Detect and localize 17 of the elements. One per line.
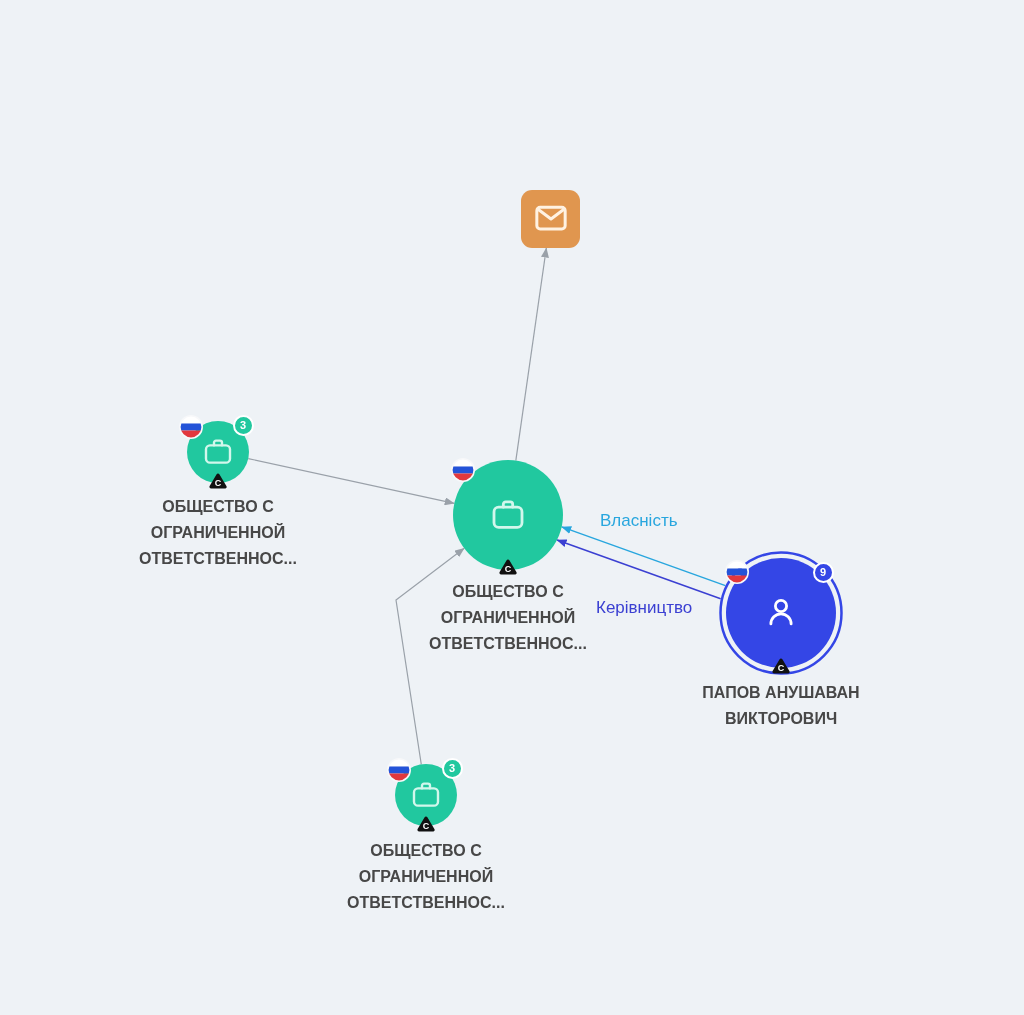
email-node: [521, 190, 580, 248]
edge-label: Керівництво: [594, 598, 695, 618]
node-label: ОБЩЕСТВО С ОГРАНИЧЕННОЙ ОТВЕТСТВЕННОС...: [346, 841, 506, 913]
node-label: ОБЩЕСТВО С ОГРАНИЧЕННОЙ ОТВЕТСТВЕННОС...: [428, 582, 588, 654]
arrow: [395, 547, 465, 765]
arrow: [556, 539, 722, 600]
source-badge: C: [209, 473, 227, 489]
arrow: [247, 457, 455, 506]
count-badge: 3: [441, 757, 463, 779]
source-badge: C: [499, 559, 517, 575]
count-badge: 3: [232, 414, 254, 436]
arrow: [515, 247, 549, 462]
node-label: ОБЩЕСТВО С ОГРАНИЧЕННОЙ ОТВЕТСТВЕННОС...: [138, 497, 298, 569]
source-badge: C: [417, 816, 435, 832]
arrow: [560, 526, 727, 587]
node-label: ПАПОВ АНУШАВАН ВИКТОРОВИЧ: [701, 683, 861, 729]
source-badge: C: [772, 658, 790, 674]
